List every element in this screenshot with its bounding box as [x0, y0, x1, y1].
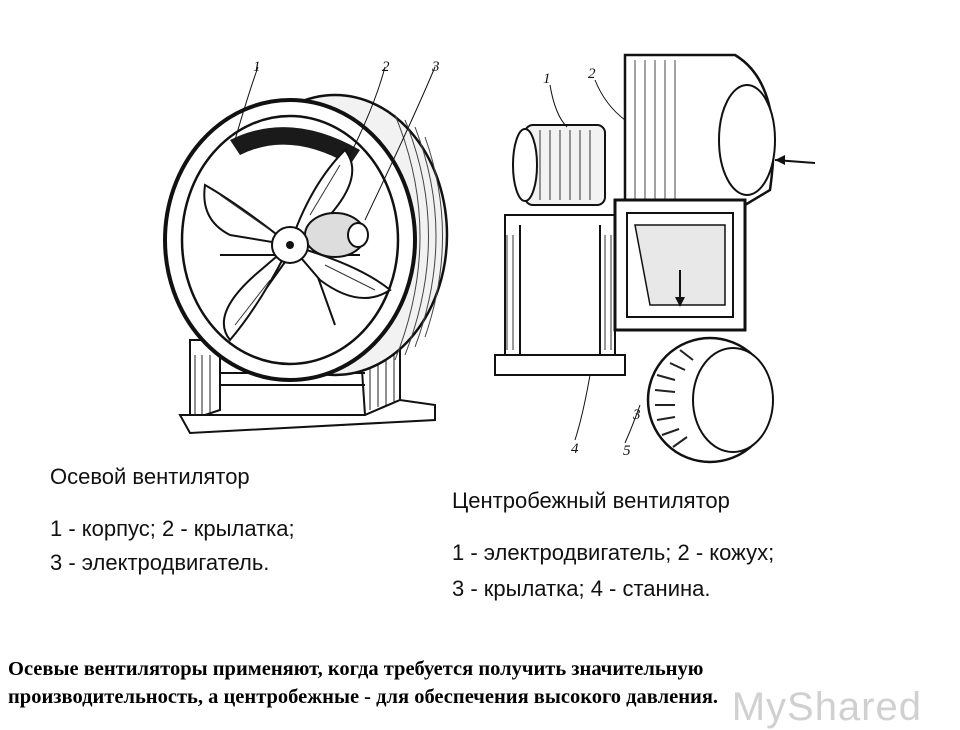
axial-fan-title: Осевой вентилятор	[50, 464, 250, 489]
footer-line-1: Осевые вентиляторы применяют, когда треб…	[8, 658, 704, 680]
drum-inner-shadow	[230, 127, 360, 165]
axial-callout-2: 2	[382, 59, 390, 75]
motor-cap	[347, 222, 369, 248]
centrifugal-callout-2: 2	[588, 66, 596, 82]
centrifugal-callout-1: 1	[543, 71, 551, 87]
centrifugal-stand	[494, 214, 626, 376]
axial-callout-1: 1	[253, 59, 261, 75]
centrifugal-fan-title: Центробежный вентилятор	[452, 488, 730, 513]
footer-note: Осевые вентиляторы применяют, когда треб…	[8, 655, 958, 711]
axial-fan-drawing: 1 2 3	[163, 59, 449, 435]
centrifugal-legend-line-2: 3 - крылатка; 4 - станина.	[452, 576, 711, 601]
centrifugal-callout-4: 4	[571, 441, 579, 457]
inlet	[718, 84, 776, 196]
centrifugal-callout-5: 5	[623, 443, 631, 459]
drum-shading	[394, 114, 443, 361]
centrifugal-callout-3: 3	[632, 407, 641, 423]
axial-callout-3: 3	[431, 59, 440, 75]
centrifugal-legend-line-1: 1 - электродвигатель; 2 - кожух;	[452, 540, 775, 565]
axial-legend-line-2: 3 - электродвигатель.	[50, 550, 270, 575]
footer-line-2: производительность, а центробежные - для…	[8, 686, 719, 708]
centrifugal-fan-drawing: 1 2 3 4 5	[494, 53, 816, 464]
axial-legend-line-1: 1 - корпус; 2 - крылатка;	[50, 516, 295, 541]
